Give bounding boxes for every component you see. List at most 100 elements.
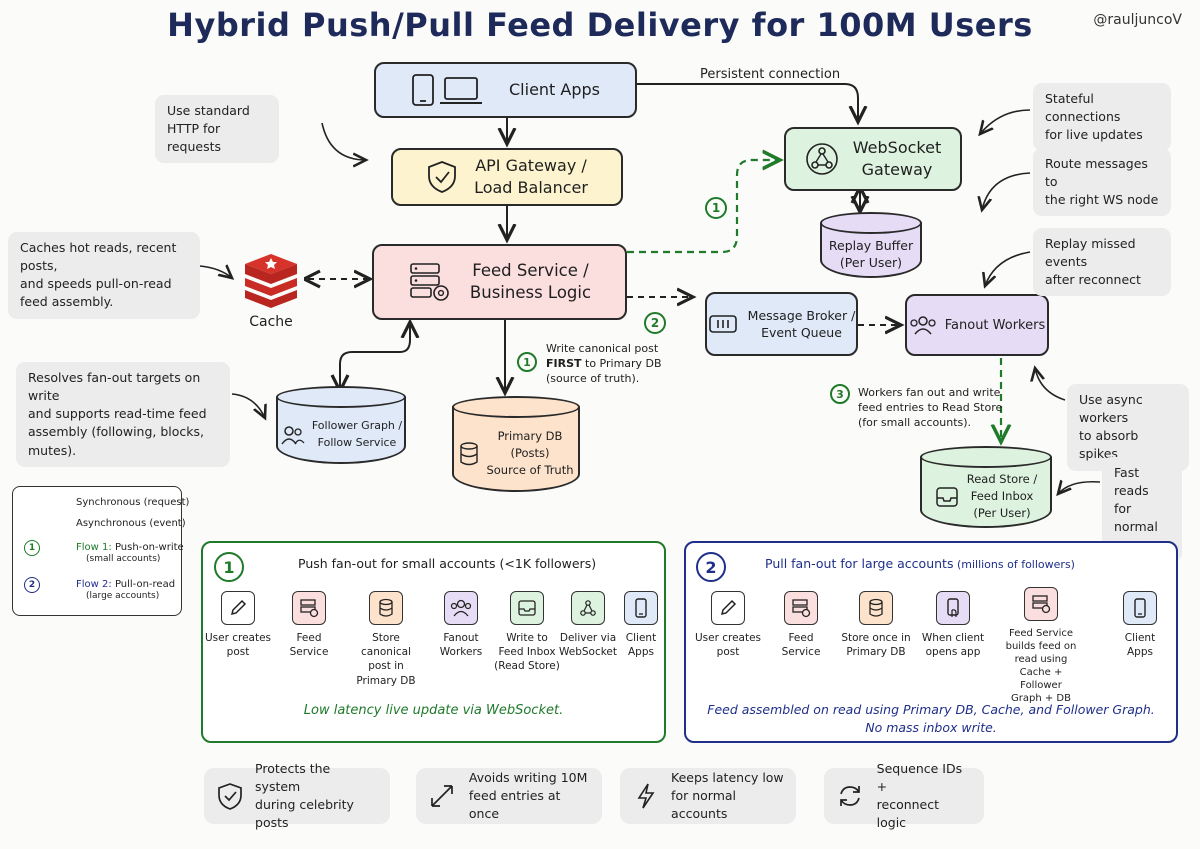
write-canonical-note: Write canonical post FIRST to Primary DB… [546, 342, 662, 385]
server-icon [784, 591, 818, 625]
legend-async: Asynchronous (event) [76, 518, 186, 529]
devices-icon [412, 74, 482, 106]
follower-label-1: Follower Graph / [311, 419, 403, 432]
inbox-icon [510, 591, 544, 625]
client-apps-node: Client Apps [374, 62, 637, 118]
step-1-badge-ws: 1 [705, 197, 727, 219]
refresh-icon [836, 783, 865, 809]
pencil-icon [221, 591, 255, 625]
users-group-icon [444, 591, 478, 625]
flow1-caption: Low latency live update via WebSocket. [303, 703, 564, 718]
feed-service-label-1: Feed Service / [472, 260, 589, 280]
feed-service-label-2: Business Logic [469, 283, 592, 302]
flow2-number: 2 [696, 552, 726, 582]
replay-buffer-label-1: Replay Buffer [828, 237, 914, 253]
read-store-label-3: (Per User) [973, 505, 1031, 520]
flow1-title: Push fan-out for small accounts (<1K fol… [298, 556, 597, 571]
websocket-label-1: WebSocket [852, 138, 942, 158]
primary-db-node: Primary DB (Posts) Source of Truth [452, 396, 580, 492]
websocket-label-2: Gateway [861, 160, 933, 179]
legend-flow1: Flow 1: Push-on-write (small accounts) [76, 542, 184, 564]
edge-graph-feed [340, 322, 410, 387]
phone-tap-icon [936, 591, 970, 625]
websocket-gateway-node: WebSocket Gateway [784, 127, 962, 191]
api-gateway-label-2: Load Balancer [474, 178, 588, 197]
primary-db-label-2: (Posts) [510, 445, 550, 460]
primary-db-label-3: Source of Truth [486, 463, 574, 478]
legend-flow2-badge: 2 [24, 577, 40, 593]
read-store-node: Read Store / Feed Inbox (Per User) [920, 446, 1052, 528]
followers-icon [281, 425, 305, 444]
step-1-badge-db: 1 [517, 352, 537, 372]
broker-label-2: Event Queue [761, 325, 842, 340]
broker-label-1: Message Broker / [747, 307, 856, 323]
primary-db-label-1: Primary DB [497, 428, 563, 443]
shield-check-icon [428, 161, 456, 193]
legend [12, 486, 182, 616]
replay-buffer-node: Replay Buffer (Per User) [820, 212, 922, 278]
network-hub-icon [805, 143, 838, 175]
api-gateway-label-1: API Gateway / [475, 156, 587, 176]
flow2-title: Pull fan-out for large accounts (million… [765, 556, 1075, 571]
server-gear-icon [410, 263, 449, 301]
redis-stack-icon [245, 254, 297, 308]
step-3-badge: 3 [830, 384, 850, 404]
phone-icon [624, 591, 658, 625]
database-icon [460, 441, 479, 465]
footer-sequence: Sequence IDs +reconnect logic [824, 761, 984, 830]
network-hub-icon [571, 591, 605, 625]
legend-flow2: Flow 2: Pull-on-read (large accounts) [76, 579, 176, 601]
follower-label-2: Follow Service [317, 435, 397, 449]
step-2-badge: 2 [644, 312, 666, 334]
follower-graph-node: Follower Graph / Follow Service [276, 386, 406, 464]
shield-check-icon [216, 782, 243, 810]
flow1-panel [201, 541, 666, 743]
note-caches: Caches hot reads, recent posts,and speed… [8, 232, 200, 319]
author-handle: @rauljuncoV [1093, 12, 1182, 28]
server-icon [1024, 587, 1058, 621]
flow2-caption: Feed assembled on read using Primary DB,… [707, 702, 1155, 736]
lightning-icon [632, 782, 659, 810]
feed-service-node: Feed Service / Business Logic [372, 244, 627, 320]
flow2-panel [684, 541, 1178, 743]
message-broker-node: Message Broker / Event Queue [705, 292, 858, 356]
legend-flow1-badge: 1 [24, 540, 40, 556]
inbox-icon [936, 486, 958, 507]
edge-feed-ws-flow1 [627, 160, 780, 254]
cache-node: Cache [236, 248, 306, 330]
cache-label: Cache [249, 314, 293, 330]
phone-icon [1123, 591, 1157, 625]
edge-label-persistent: Persistent connection [700, 67, 841, 82]
api-gateway-node: API Gateway / Load Balancer [391, 148, 623, 206]
read-store-label-1: Read Store / [966, 472, 1038, 487]
fanout-workers-node: Fanout Workers [905, 294, 1049, 356]
fanout-label: Fanout Workers [944, 317, 1046, 333]
edge-client-ws [637, 83, 858, 122]
replay-buffer-label-2: (Per User) [839, 254, 903, 270]
read-store-label-2: Feed Inbox [970, 489, 1034, 504]
legend-sync: Synchronous (request) [76, 497, 190, 508]
client-apps-label: Client Apps [509, 80, 600, 100]
workers-fan-note: Workers fan out and write feed entries t… [858, 386, 1003, 429]
queue-icon [708, 315, 737, 333]
database-icon [859, 591, 893, 625]
